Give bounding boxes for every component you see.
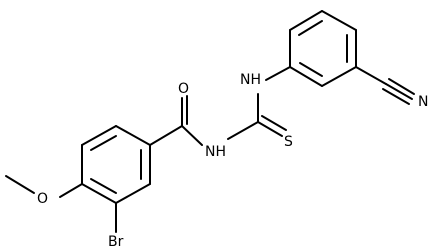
methoxy-carbon-bond (5, 175, 35, 194)
left-ring-bond-4 (81, 183, 117, 204)
thiocarbonyl-double-bond-inner (261, 115, 287, 131)
methoxy-oxygen-label: O (37, 191, 48, 207)
left-ring-bond-1 (115, 125, 151, 146)
carbonyl-oxygen-label: O (178, 81, 189, 97)
nitrile-triple-bond-center (385, 83, 413, 100)
nitrile-single-bond (355, 66, 387, 85)
left-ring-bond-5 (115, 183, 151, 204)
nitrile-triple-bond-lower (382, 88, 410, 105)
right-ring-bond-1 (289, 10, 323, 31)
left-ring-inner-double-1 (90, 135, 117, 151)
carbonyl-group: O (149, 81, 189, 146)
right-ring-bond-2 (321, 10, 357, 31)
nitrile-triple-bond-upper (388, 78, 415, 95)
methoxy-group: O (5, 175, 83, 207)
bromine-substituent: Br (108, 202, 124, 250)
carbonyl-to-ring-bond (149, 125, 183, 146)
nitrile-group: N (355, 66, 428, 110)
right-ring-inner-double-1 (298, 20, 323, 36)
right-ring-inner-double-3 (299, 62, 323, 77)
thiocarbonyl-to-amide-nh-bond (227, 121, 259, 140)
sulfur-label: S (284, 134, 293, 150)
aryl-to-nh-bond (265, 66, 291, 81)
thiocarbonyl-double-bond-outer (257, 121, 283, 137)
thiourea-linker: NH S NH (181, 66, 293, 160)
nitrile-n-label: N (418, 94, 428, 110)
left-ring-bond-2 (81, 125, 117, 146)
amide-nh-label: NH (205, 144, 226, 160)
bromine-label: Br (108, 234, 124, 250)
thiourea-nh-label: NH (240, 72, 261, 88)
left-ring-inner-double-2 (90, 178, 117, 194)
right-aromatic-ring (289, 10, 357, 87)
right-ring-bond-5 (289, 66, 323, 87)
amide-nh-to-carbonyl-bond (181, 125, 203, 146)
ring-to-methoxy-oxygen-bond (59, 183, 83, 198)
left-aromatic-ring (81, 125, 151, 204)
right-ring-bond-4 (321, 66, 357, 87)
